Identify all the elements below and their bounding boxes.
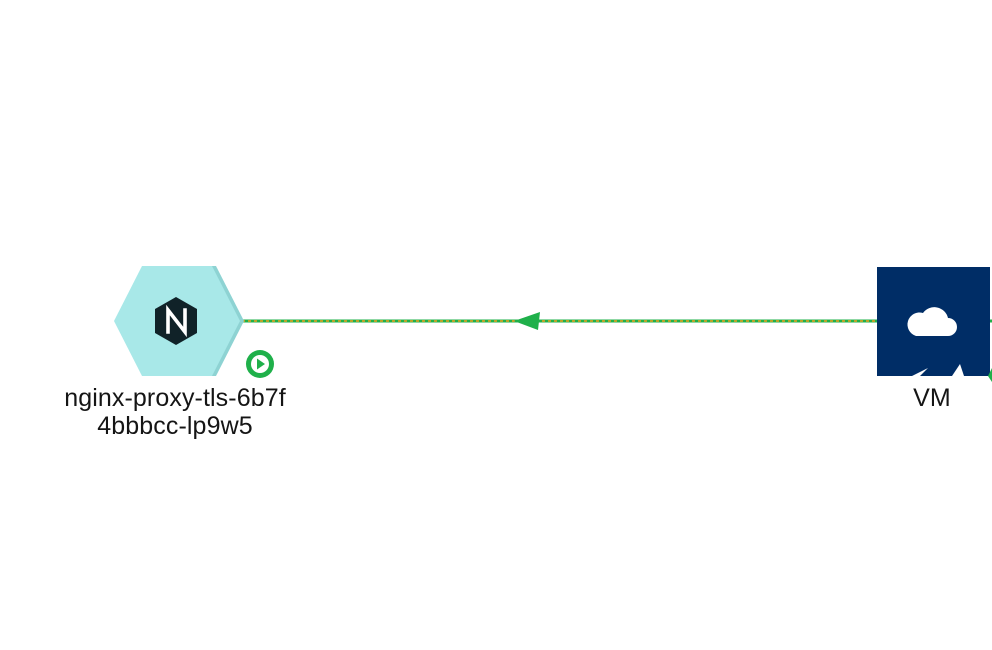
node-nginx-pod[interactable] — [114, 266, 274, 378]
cloud-icon — [907, 307, 957, 336]
node-label-line: 4bbbcc-lp9w5 — [97, 412, 253, 440]
edge-vm-to-nginx[interactable] — [242, 312, 992, 330]
nginx-icon — [155, 297, 197, 345]
node-label-line: VM — [913, 384, 951, 412]
node-label-line: nginx-proxy-tls-6b7f — [64, 384, 286, 412]
node-decoration — [912, 368, 928, 376]
edge-arrow-icon — [988, 368, 992, 382]
node-label-vm[interactable]: VM — [880, 384, 984, 412]
play-icon[interactable] — [246, 350, 274, 378]
node-vm[interactable] — [877, 267, 992, 382]
node-decoration — [952, 364, 964, 376]
node-label-nginx-pod[interactable]: nginx-proxy-tls-6b7f 4bbbcc-lp9w5 — [20, 384, 330, 440]
edge-arrow-icon — [514, 312, 540, 330]
